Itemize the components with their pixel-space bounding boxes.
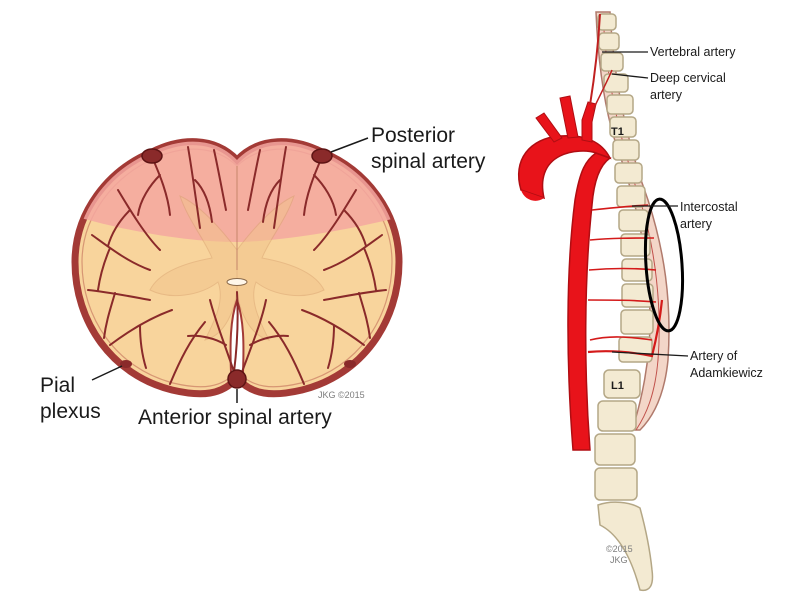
central-canal (226, 278, 248, 286)
anterior-spinal-artery (227, 369, 247, 389)
spine-copyright-line2: JKG (610, 555, 628, 565)
intercostal-label-line1: Intercostal (680, 200, 738, 214)
vertebral-artery-label: Vertebral artery (650, 45, 736, 59)
vertebral-column (594, 13, 654, 501)
l1-label: L1 (611, 380, 624, 392)
intercostal-highlight-ring (643, 197, 685, 333)
gray-matter (149, 195, 325, 341)
deep-cervical-label-line2: artery (650, 88, 683, 102)
aortic-arch (517, 134, 612, 200)
cord-cross-section: Posterior spinal artery Pial plexus Ante… (40, 124, 486, 429)
cord-copyright: JKG ©2015 (318, 390, 365, 400)
adamkiewicz-label-line1: Artery of (690, 349, 738, 363)
deep-cervical-label-line1: Deep cervical (650, 71, 726, 85)
pial-leader (91, 365, 123, 381)
pial-label-line2: plexus (40, 400, 101, 423)
deep-cervical-leader (611, 73, 649, 79)
sacrum (597, 501, 654, 592)
adamkiewicz-leader (611, 351, 689, 357)
posterior-label-line1: Posterior (371, 124, 455, 147)
pial-label-line1: Pial (40, 374, 75, 397)
artery-of-adamkiewicz (587, 299, 664, 358)
posterior-label-line2: spinal artery (371, 150, 486, 173)
adamkiewicz-label-line2: Adamkiewicz (690, 366, 763, 380)
intercostal-label-line2: artery (680, 217, 713, 231)
t1-label: T1 (611, 126, 624, 138)
spine-lateral-view: Vertebral artery Deep cervical artery In… (517, 11, 763, 592)
spine-copyright-line1: ©2015 (606, 544, 633, 554)
anterior-label: Anterior spinal artery (138, 406, 332, 429)
posterior-leader (330, 137, 369, 153)
posterior-spinal-artery-right (311, 148, 333, 164)
penetrating-vessels (87, 146, 387, 385)
posterior-spinal-artery-left (141, 148, 163, 164)
